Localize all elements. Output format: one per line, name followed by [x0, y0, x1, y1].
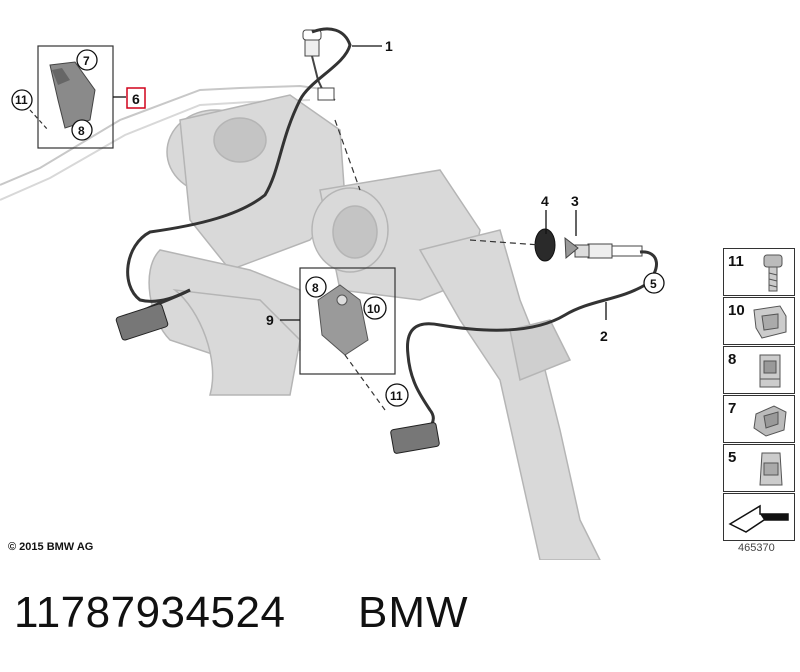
callout-10-circle: 10	[363, 296, 387, 320]
clip-nut-icon	[759, 354, 781, 388]
exhaust-diagram: 1 2 3 4 9 5 7 8 11 8 10 11 6	[0, 27, 665, 560]
callout-7: 7	[83, 54, 90, 68]
sensor-2-connector	[390, 422, 440, 454]
legend-item-5: 5	[723, 444, 795, 492]
clip-small	[564, 236, 579, 260]
callout-8-left: 8	[78, 124, 85, 138]
leader-bracket-9-dash	[344, 354, 386, 411]
sensor-2-cable	[405, 250, 658, 434]
bolt-icon	[763, 254, 783, 292]
callout-11-circle-left: 11	[11, 89, 33, 111]
callout-3: 3	[571, 193, 579, 209]
part-number: 11787934524	[14, 588, 286, 637]
callout-8-circle-right: 8	[305, 276, 327, 298]
legend-label: 7	[728, 400, 737, 417]
callout-1: 1	[385, 38, 393, 54]
clip-icon	[753, 305, 787, 339]
callout-11-left: 11	[15, 93, 28, 107]
callout-8-circle-left: 8	[71, 119, 93, 141]
callout-6-highlight: 6	[126, 87, 146, 109]
callout-5: 5	[650, 277, 657, 291]
cable-clip-icon	[759, 452, 783, 486]
callout-9: 9	[266, 312, 274, 328]
callout-6: 6	[132, 91, 140, 107]
callout-11-right: 11	[390, 389, 403, 403]
legend-item-11: 11	[723, 248, 795, 296]
bracket-9	[317, 284, 369, 356]
callout-5-circle: 5	[643, 272, 665, 294]
legend-label: 11	[728, 253, 744, 270]
arrow-icon	[728, 504, 789, 533]
callout-8-right: 8	[312, 281, 319, 295]
leader-sensor-2-dash	[469, 239, 541, 246]
copyright-text: © 2015 BMW AG	[8, 541, 94, 553]
oxygen-sensor-1	[302, 29, 336, 101]
clip-bracket-icon	[753, 405, 787, 437]
callout-11-circle-right: 11	[385, 383, 409, 407]
bracket-group-box	[299, 267, 396, 375]
legend-label: 5	[728, 449, 737, 466]
catalytic-converter	[148, 94, 601, 560]
oxygen-sensor-2	[574, 243, 643, 259]
sensor-1-cable	[126, 27, 352, 303]
legend-item-7: 7	[723, 395, 795, 443]
legend-arrow-cell	[723, 493, 795, 541]
grommet	[534, 228, 556, 262]
legend-item-8: 8	[723, 346, 795, 394]
legend-item-10: 10	[723, 297, 795, 345]
callout-10: 10	[367, 302, 381, 316]
legend-label: 10	[728, 302, 745, 319]
drawing-number: 465370	[738, 542, 775, 554]
leader-lines	[113, 45, 607, 321]
ghost-pipe-outline	[0, 84, 331, 186]
callout-4: 4	[541, 193, 549, 209]
leader-sensor-1-dash	[334, 119, 361, 191]
callout-7-circle: 7	[76, 49, 98, 71]
bracket-6	[49, 61, 96, 129]
legend-label: 8	[728, 351, 737, 368]
brand-name: BMW	[358, 588, 469, 637]
leader-bracket-6-dash	[29, 109, 49, 131]
callout-2: 2	[600, 328, 608, 344]
sensor-1-connector	[115, 303, 169, 341]
